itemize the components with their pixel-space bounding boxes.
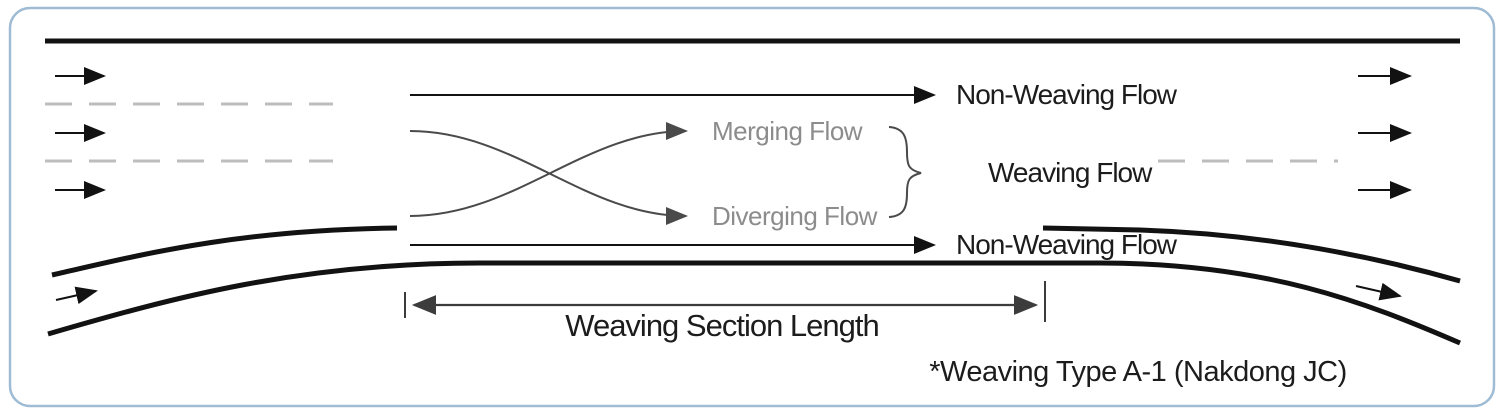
off-ramp-arrow-icon <box>1355 282 1402 301</box>
brace-icon <box>888 126 922 218</box>
left-lane-arrows <box>55 67 106 199</box>
diagram-caption: *Weaving Type A-1 (Nakdong JC) <box>929 356 1347 388</box>
diverging-flow-curve <box>409 130 688 225</box>
non-weaving-bottom-label: Non-Weaving Flow <box>956 229 1178 260</box>
section-length-label: Weaving Section Length <box>565 308 879 343</box>
right-diverge-gore-edge <box>1042 225 1461 284</box>
merging-flow-label: Merging Flow <box>712 116 863 146</box>
section-length-dimension: Weaving Section Length <box>404 281 1046 343</box>
left-lane-dividers <box>45 102 333 163</box>
diagram-border <box>8 6 1496 408</box>
non-weaving-top-label: Non-Weaving Flow <box>956 79 1178 110</box>
bottom-outer-road-edge <box>47 260 1461 346</box>
right-lane-arrows <box>1358 67 1412 199</box>
on-ramp-arrow-icon <box>55 286 98 305</box>
left-merge-gore-edge <box>51 225 398 278</box>
diverging-flow-label: Diverging Flow <box>712 201 878 231</box>
weaving-flow-label: Weaving Flow <box>988 157 1153 188</box>
